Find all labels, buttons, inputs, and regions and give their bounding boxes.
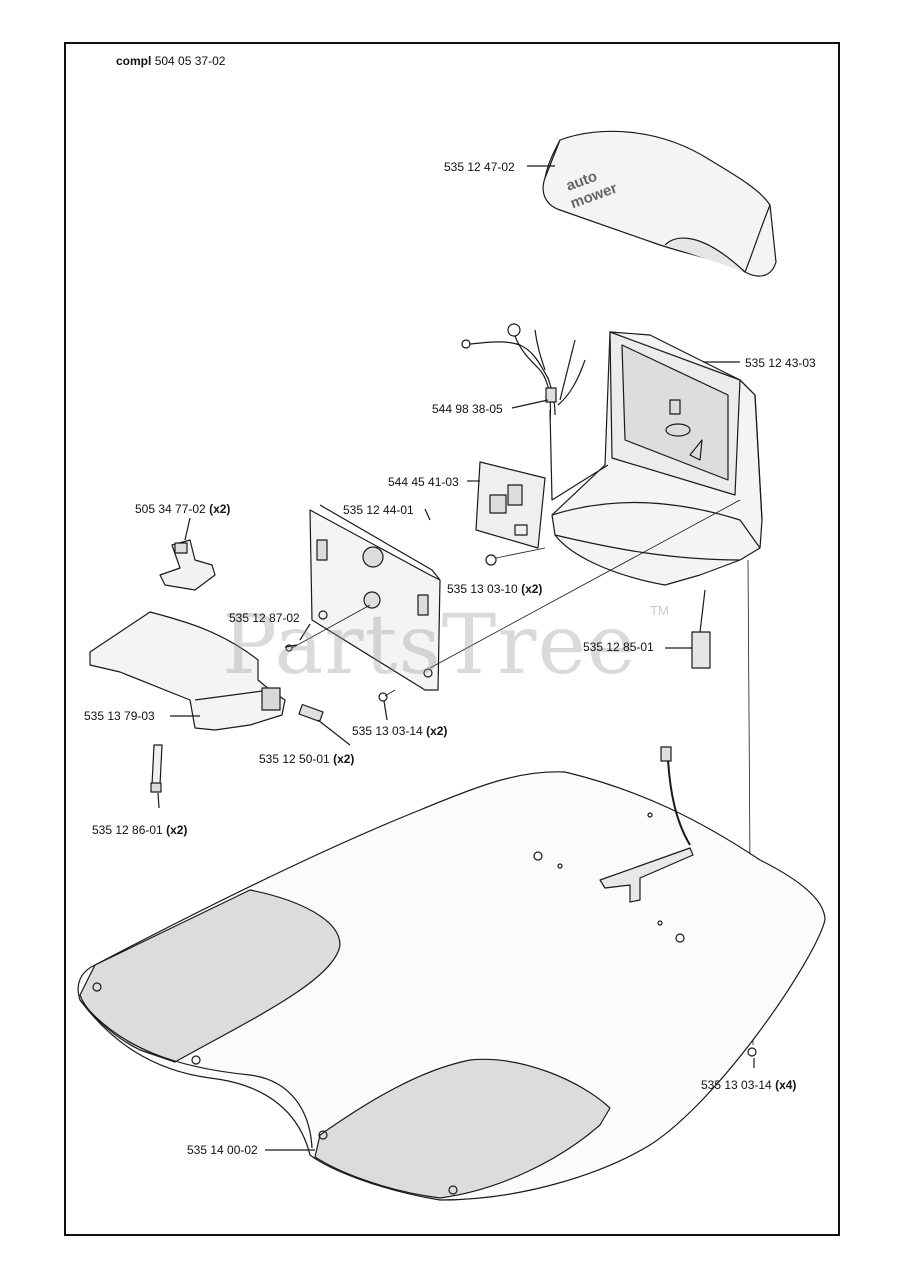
- assembly-header: compl 504 05 37-02: [116, 54, 225, 68]
- part-number: 535 12 44-01: [343, 503, 414, 517]
- screw-535-13-03-14-b: [747, 1047, 757, 1057]
- wiring-harness-part: [461, 323, 609, 501]
- part-label[interactable]: 535 13 79-03: [84, 709, 155, 723]
- bracket-part: [89, 611, 286, 731]
- part-qty: (x2): [521, 582, 543, 596]
- part-number: 544 98 38-05: [432, 402, 503, 416]
- header-prefix: compl: [116, 54, 152, 68]
- trademark-text: TM: [650, 603, 669, 618]
- part-number: 535 13 03-14: [701, 1078, 772, 1092]
- part-label[interactable]: 535 14 00-02: [187, 1143, 258, 1157]
- part-number: 535 12 43-03: [745, 356, 816, 370]
- part-label[interactable]: 535 12 50-01 (x2): [259, 752, 354, 766]
- housing-part: [551, 331, 763, 586]
- part-qty: (x2): [209, 502, 231, 516]
- part-qty: (x2): [333, 752, 355, 766]
- part-number: 535 13 03-10: [447, 582, 518, 596]
- part-label[interactable]: 544 98 38-05: [432, 402, 503, 416]
- part-number: 535 14 00-02: [187, 1143, 258, 1157]
- part-label[interactable]: 535 12 86-01 (x2): [92, 823, 187, 837]
- circuit-board-part: [475, 461, 546, 549]
- part-number: 505 34 77-02: [135, 502, 206, 516]
- part-label[interactable]: 505 34 77-02 (x2): [135, 502, 230, 516]
- part-label[interactable]: 535 12 44-01: [343, 503, 414, 517]
- part-label[interactable]: 535 12 85-01: [583, 640, 654, 654]
- part-number: 535 12 50-01: [259, 752, 330, 766]
- header-part-number: 504 05 37-02: [154, 54, 226, 68]
- pin-535-12-50-01: [298, 703, 324, 723]
- part-number: 535 13 03-14: [352, 724, 423, 738]
- clip-part: [159, 539, 216, 591]
- part-label[interactable]: 535 13 03-14 (x2): [352, 724, 447, 738]
- part-qty: (x2): [166, 823, 188, 837]
- part-number: 535 12 47-02: [444, 160, 515, 174]
- part-label[interactable]: 535 13 03-10 (x2): [447, 582, 542, 596]
- screw-535-13-03-14-a: [378, 692, 388, 702]
- part-number: 535 12 86-01: [92, 823, 163, 837]
- plate-part: [309, 504, 441, 691]
- part-label[interactable]: 535 12 87-02: [229, 611, 300, 625]
- part-label[interactable]: 535 12 47-02: [444, 160, 515, 174]
- part-label[interactable]: 535 13 03-14 (x4): [701, 1078, 796, 1092]
- part-number: 535 12 87-02: [229, 611, 300, 625]
- part-qty: (x2): [426, 724, 448, 738]
- cover-part: [542, 130, 777, 277]
- base-plate-part: [77, 746, 826, 1201]
- diagram-frame: [64, 42, 840, 1236]
- screw-535-13-03-10: [485, 554, 497, 566]
- part-label[interactable]: 535 12 43-03: [745, 356, 816, 370]
- part-qty: (x4): [775, 1078, 797, 1092]
- connector-part: [691, 589, 711, 669]
- part-number: 544 45 41-03: [388, 475, 459, 489]
- part-number: 535 12 85-01: [583, 640, 654, 654]
- strip-part: [150, 744, 163, 793]
- part-label[interactable]: 544 45 41-03: [388, 475, 459, 489]
- watermark-text: PartsTree: [222, 598, 637, 693]
- part-number: 535 13 79-03: [84, 709, 155, 723]
